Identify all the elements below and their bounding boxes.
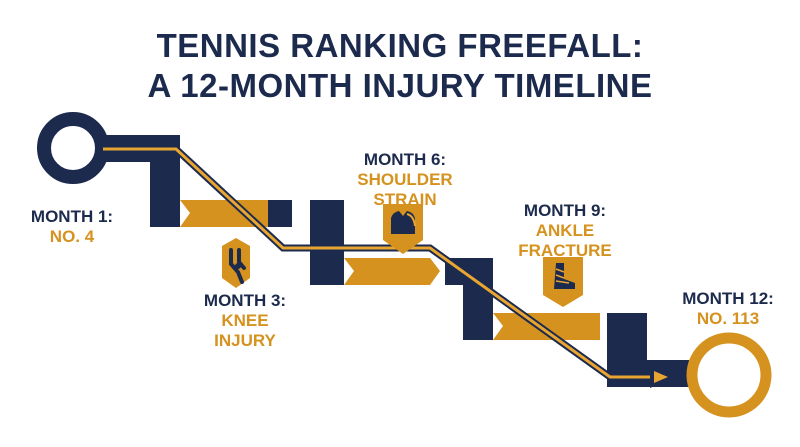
knee-icon bbox=[222, 238, 250, 288]
navy-step-3 bbox=[463, 258, 493, 340]
milestone-6-month: MONTH 6: bbox=[363, 150, 447, 169]
gold-step-2 bbox=[344, 258, 440, 285]
milestone-1-value: NO. 4 bbox=[49, 227, 95, 246]
milestone-month-12: MONTH 12: NO. 113 bbox=[668, 289, 788, 329]
milestone-9-value-line-1: ANKLE bbox=[535, 221, 595, 240]
navy-cap-2 bbox=[268, 200, 292, 227]
end-circle bbox=[686, 332, 772, 418]
milestone-6-value-line-1: SHOULDER bbox=[357, 170, 453, 189]
milestone-3-value-line-1: KNEE bbox=[221, 311, 269, 330]
milestone-month-3: MONTH 3: KNEE INJURY bbox=[190, 291, 300, 351]
milestone-month-9: MONTH 9: ANKLE FRACTURE bbox=[510, 201, 620, 261]
milestone-12-month: MONTH 12: bbox=[682, 289, 774, 308]
page-title: TENNIS RANKING FREEFALL: A 12-MONTH INJU… bbox=[0, 26, 800, 106]
milestone-6-value-line-2: STRAIN bbox=[373, 190, 437, 209]
shoulder-icon bbox=[383, 204, 423, 254]
trajectory-arrow bbox=[103, 145, 676, 388]
milestone-3-value-line-2: INJURY bbox=[214, 331, 276, 350]
milestone-month-1: MONTH 1: NO. 4 bbox=[22, 207, 122, 247]
gold-step-1 bbox=[180, 200, 278, 227]
title-line-1: TENNIS RANKING FREEFALL: bbox=[156, 27, 644, 64]
milestone-3-month: MONTH 3: bbox=[203, 291, 287, 310]
start-circle bbox=[37, 112, 109, 184]
milestone-12-value: NO. 113 bbox=[696, 309, 760, 328]
staircase bbox=[100, 135, 689, 387]
milestone-month-6: MONTH 6: SHOULDER STRAIN bbox=[350, 150, 460, 210]
milestone-9-value-line-2: FRACTURE bbox=[518, 241, 612, 260]
navy-step-2 bbox=[310, 200, 344, 285]
ankle-icon bbox=[543, 257, 583, 307]
milestone-9-month: MONTH 9: bbox=[523, 201, 607, 220]
milestone-1-month: MONTH 1: bbox=[30, 207, 114, 226]
gold-step-3 bbox=[493, 313, 600, 340]
title-line-2: A 12-MONTH INJURY TIMELINE bbox=[147, 67, 653, 104]
